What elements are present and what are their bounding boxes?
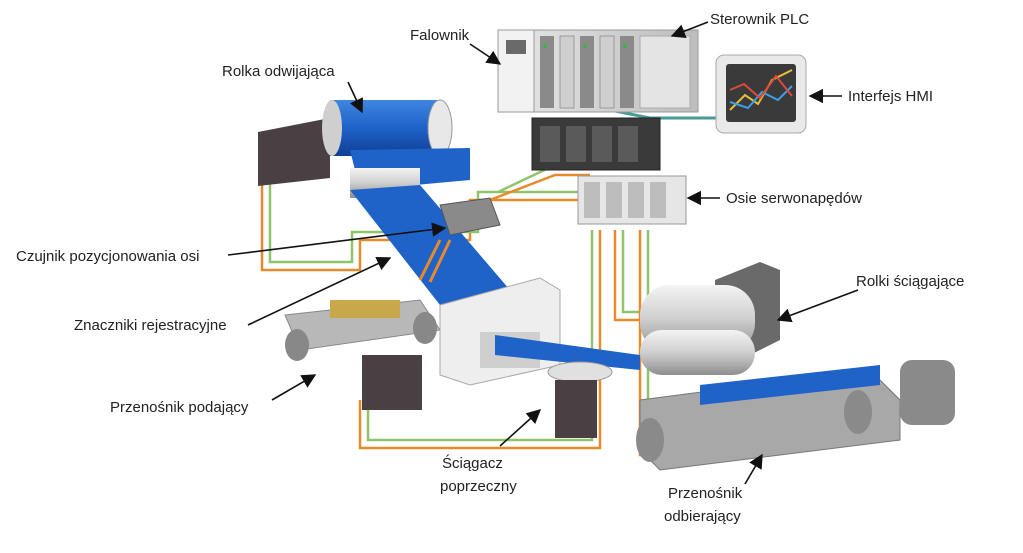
label-przenosnik-odb-line1: Przenośnik — [668, 485, 743, 502]
pull-rolls — [640, 262, 780, 375]
arrow-falownik — [469, 43, 502, 65]
servo-axes — [577, 175, 687, 225]
feed-conveyor — [284, 299, 441, 410]
leader-lines — [227, 21, 859, 485]
cable-orange-takeoff — [613, 230, 650, 322]
arrow-przenosnik-odb — [744, 453, 763, 485]
arrow-sterownik — [670, 21, 709, 39]
outfeed-conveyor — [636, 360, 955, 471]
label-sciagacz-line1: Ściągacz — [442, 454, 503, 472]
hmi-series-1 — [729, 69, 793, 111]
web-diagonal — [350, 185, 510, 305]
arrow-czujnik — [227, 222, 447, 256]
web-main — [495, 335, 640, 370]
label-interfejs-hmi: Interfejs HMI — [848, 88, 933, 105]
label-sciagacz-line2: poprzeczny — [440, 478, 517, 495]
cross-cutter — [547, 361, 613, 438]
arrow-przenosnik-podajacy — [271, 374, 317, 401]
label-czujnik: Czujnik pozycjonowania osi — [16, 248, 199, 265]
arrow-rolka — [347, 81, 364, 114]
label-znaczniki: Znaczniki rejestracyjne — [74, 317, 227, 334]
label-przenosnik-odb-line2: odbierający — [664, 508, 741, 525]
label-sterownik-plc: Sterownik PLC — [710, 11, 809, 28]
cable-orange-unwind — [260, 175, 580, 272]
label-falownik: Falownik — [410, 27, 470, 44]
cable-green-unwind — [268, 175, 580, 264]
hmi-panel — [715, 54, 807, 134]
hmi-series-3 — [729, 74, 793, 100]
hmi-series-2 — [729, 85, 793, 110]
label-rolki-sciagajace: Rolki ściągające — [856, 273, 964, 290]
arrow-znaczniki — [247, 257, 392, 326]
arrow-rolki — [776, 289, 859, 323]
label-osie-serwonapedow: Osie serwonapędów — [726, 190, 862, 207]
cable-orange-feed — [358, 230, 602, 450]
drive-modules — [531, 117, 661, 171]
unwind-roll-assembly — [258, 99, 510, 305]
labels: Falownik Sterownik PLC Rolka odwijająca … — [16, 11, 964, 525]
cable-orange-sensor — [489, 173, 590, 202]
axis-position-sensor — [418, 197, 501, 283]
label-rolka-odwijajaca: Rolka odwijająca — [222, 63, 335, 80]
plc-controller — [497, 29, 699, 113]
label-przenosnik-podajacy: Przenośnik podający — [110, 399, 249, 416]
arrow-sciagacz — [499, 409, 542, 447]
cable-green-feed — [366, 230, 594, 442]
